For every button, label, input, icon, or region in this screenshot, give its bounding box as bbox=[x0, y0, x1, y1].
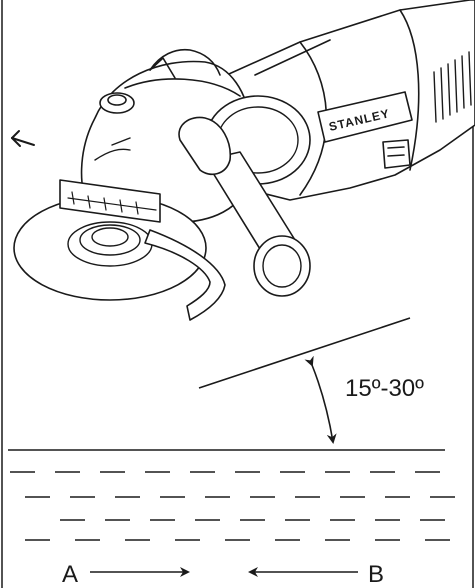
switch-icon bbox=[382, 139, 411, 169]
work-surface bbox=[10, 471, 455, 541]
angle-guide bbox=[8, 317, 445, 451]
label-b: B bbox=[368, 561, 384, 588]
vent-slots bbox=[433, 51, 472, 123]
angle-grinder: STANLEY bbox=[11, 0, 475, 321]
tool-tilt-line bbox=[198, 317, 411, 389]
disc-guard bbox=[144, 229, 226, 321]
side-handle bbox=[178, 116, 311, 297]
brand-badge: STANLEY bbox=[317, 91, 413, 143]
flange bbox=[59, 179, 161, 223]
rotation-arrow-icon bbox=[11, 130, 35, 147]
angle-arc-arrow bbox=[304, 355, 337, 444]
label-a: A bbox=[62, 561, 78, 588]
spindle-lock-button-icon bbox=[99, 92, 135, 114]
angle-range-label: 15º-30º bbox=[345, 375, 424, 402]
